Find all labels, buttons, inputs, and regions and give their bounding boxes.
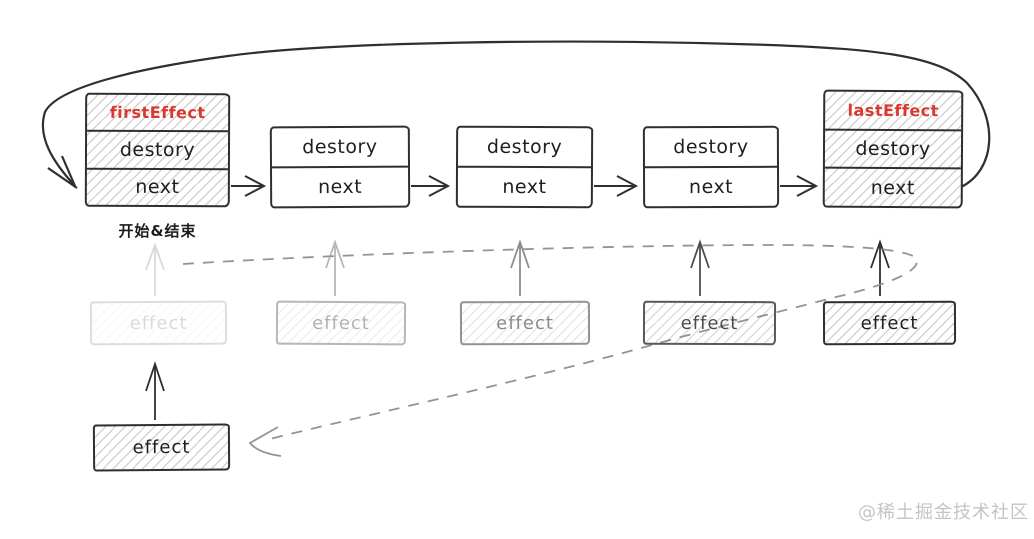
watermark: @稀土掘金技术社区 [858, 502, 1029, 523]
effect-up-arrow-4 [690, 239, 710, 296]
next-arrow-3 [594, 175, 639, 197]
new-effect-up-arrow [145, 361, 165, 420]
effect-list-node: destory next [455, 125, 594, 209]
effect-up-arrow-2 [325, 239, 345, 296]
pending-effect-node-4: effect [642, 300, 777, 346]
next-field: next [824, 166, 961, 207]
destroy-field: destory [824, 128, 962, 168]
last-effect-label: lastEffect [847, 100, 939, 121]
next-arrow-4 [780, 175, 819, 197]
effect-list-node: destory next [269, 125, 411, 209]
pending-effect-node-1: effect [89, 300, 228, 346]
dashed-traversal-arrow [182, 244, 918, 457]
pending-effect-node-3: effect [459, 300, 591, 346]
next-field: next [86, 167, 228, 206]
new-effect-node: effect [92, 423, 231, 472]
loop-arrow-last-to-first [41, 40, 991, 189]
next-field: next [271, 165, 409, 207]
pending-effect-node-2: effect [275, 300, 407, 346]
effect-up-arrow-1 [145, 242, 165, 296]
next-arrow-1 [231, 175, 267, 197]
start-end-caption: 开始&结束 [118, 222, 197, 240]
destroy-field: destory [86, 130, 229, 168]
first-effect-label: firstEffect [109, 102, 206, 123]
effect-list-node-last: lastEffect destory next [822, 89, 964, 209]
effect-up-arrow-5 [870, 239, 890, 296]
effect-up-arrow-3 [510, 239, 530, 296]
pending-effect-node-5: effect [822, 300, 957, 346]
destroy-field: destory [673, 135, 749, 159]
effect-list-node: destory next [642, 125, 780, 209]
destroy-field: destory [302, 135, 378, 159]
next-arrow-2 [411, 175, 451, 197]
effect-list-node-first: firstEffect destory next [84, 92, 231, 208]
next-field: next [457, 165, 592, 207]
next-field: next [644, 165, 778, 207]
destroy-field: destory [486, 135, 563, 159]
